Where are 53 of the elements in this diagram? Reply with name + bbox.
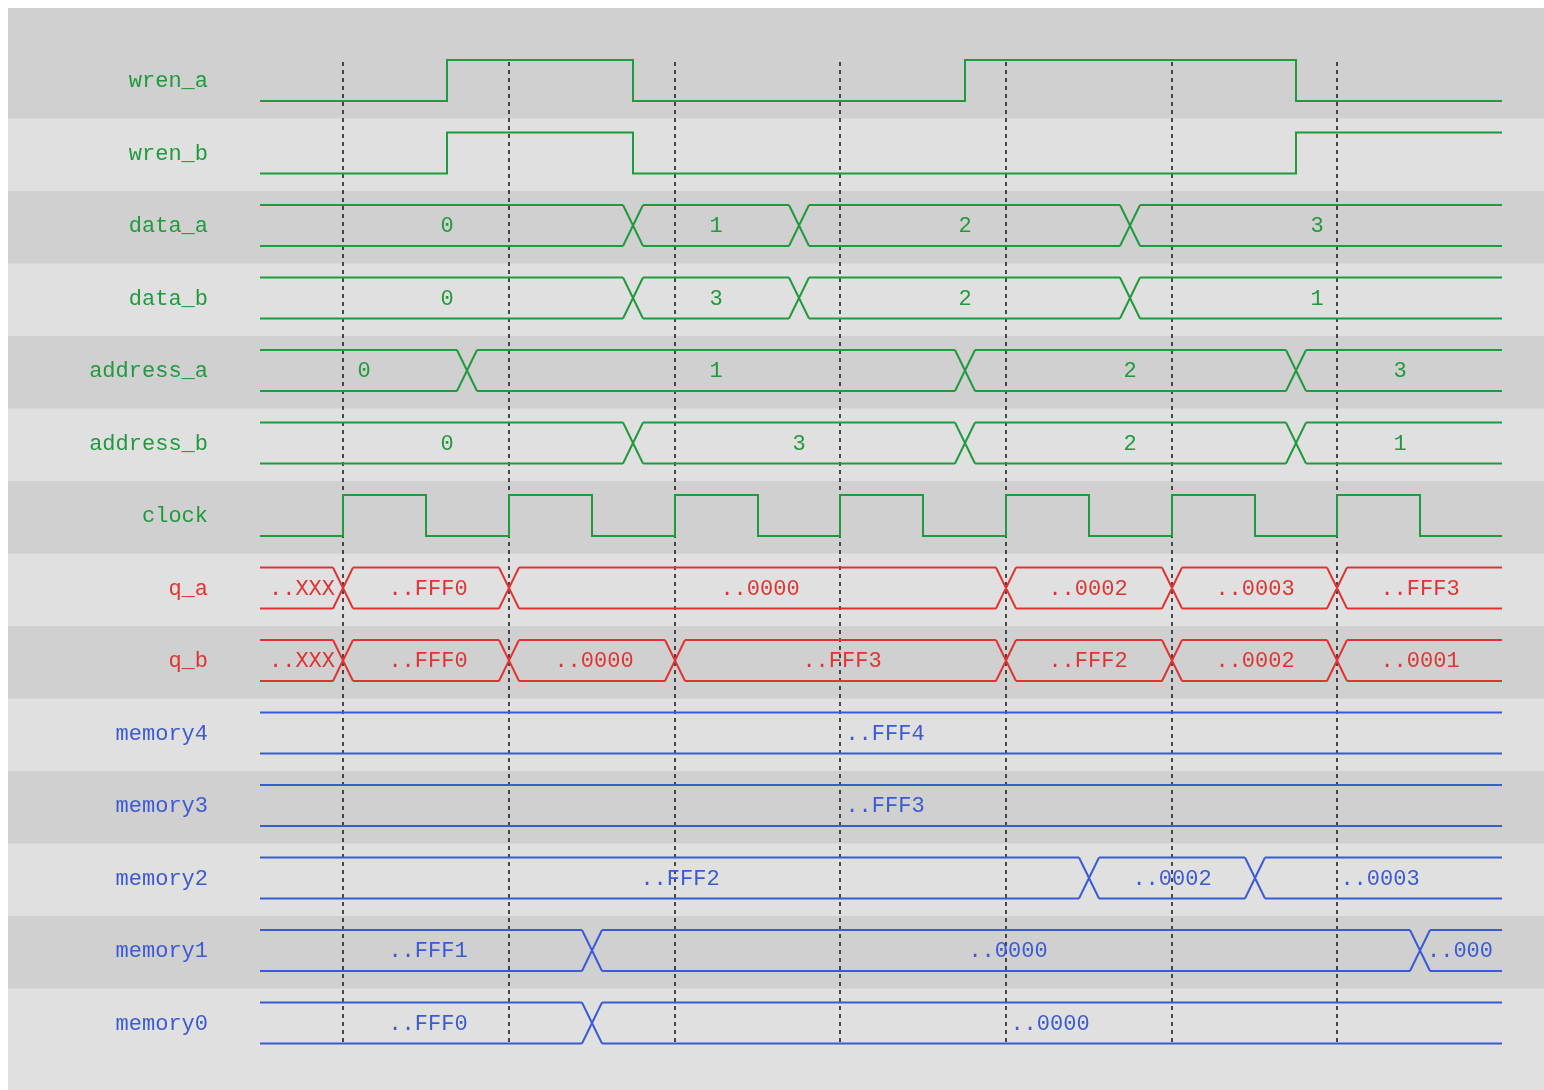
bus-value: ..FFF3 [802, 649, 882, 675]
bus-value: ..FFF4 [845, 721, 925, 748]
bus-value: ..FFF3 [1380, 576, 1460, 603]
bus-value: ..0000 [720, 576, 800, 603]
bus-value: 2 [958, 286, 972, 313]
signal-name: q_a [168, 576, 208, 603]
signal-name: memory2 [115, 866, 208, 893]
bus-value: 2 [958, 214, 972, 240]
signal-name: memory4 [115, 721, 208, 748]
bus-value: ..FFF0 [388, 1011, 468, 1038]
bus-value: 1 [709, 214, 723, 240]
bus-value: ..0002 [1132, 866, 1212, 893]
signal-name: address_b [89, 431, 208, 458]
bus-value: 3 [1393, 359, 1407, 385]
signal-name: address_a [89, 359, 208, 385]
signal-name: data_a [128, 214, 208, 240]
bus-value: ..FFF1 [388, 939, 468, 965]
bus-value: ..0000 [1010, 1011, 1090, 1038]
bus-value: 1 [1393, 431, 1407, 458]
bus-value: ..FFF0 [388, 576, 468, 603]
bus-value: ..XXX [269, 649, 335, 675]
bus-value: 0 [357, 359, 371, 385]
bus-value: 2 [1123, 359, 1137, 385]
bus-value: ..0001 [1380, 649, 1460, 675]
bus-value: 3 [1310, 214, 1324, 240]
signal-name: memory3 [115, 794, 208, 820]
bus-value: 1 [709, 359, 723, 385]
bus-value: ..0003 [1340, 866, 1420, 893]
bus-value: 3 [709, 286, 723, 313]
bus-value: 0 [440, 214, 454, 240]
signal-name: clock [142, 504, 208, 530]
signal-name: wren_b [128, 141, 208, 168]
bus-value: ..0002 [1215, 649, 1295, 675]
bus-value: ..0000 [554, 649, 634, 675]
signal-name: q_b [168, 649, 208, 675]
bus-value: ..XXX [269, 576, 335, 603]
bus-value: ..FFF2 [640, 866, 720, 893]
signal-name: memory0 [115, 1011, 208, 1038]
bus-value: 3 [792, 431, 806, 458]
bus-value: 2 [1123, 431, 1137, 458]
bus-value: ..FFF3 [845, 794, 925, 820]
bus-value: 1 [1310, 286, 1324, 313]
signal-name: wren_a [128, 69, 208, 95]
bus-value: 0 [440, 286, 454, 313]
bus-value: 0 [440, 431, 454, 458]
bus-value: ..0000 [968, 939, 1048, 965]
bus-value: ..000 [1427, 939, 1493, 965]
bus-value: ..FFF2 [1048, 649, 1128, 675]
bus-value: ..0002 [1048, 576, 1128, 603]
signal-name: memory1 [115, 939, 208, 965]
bus-value: ..0003 [1215, 576, 1295, 603]
signal-name: data_b [128, 286, 208, 313]
bus-value: ..FFF0 [388, 649, 468, 675]
